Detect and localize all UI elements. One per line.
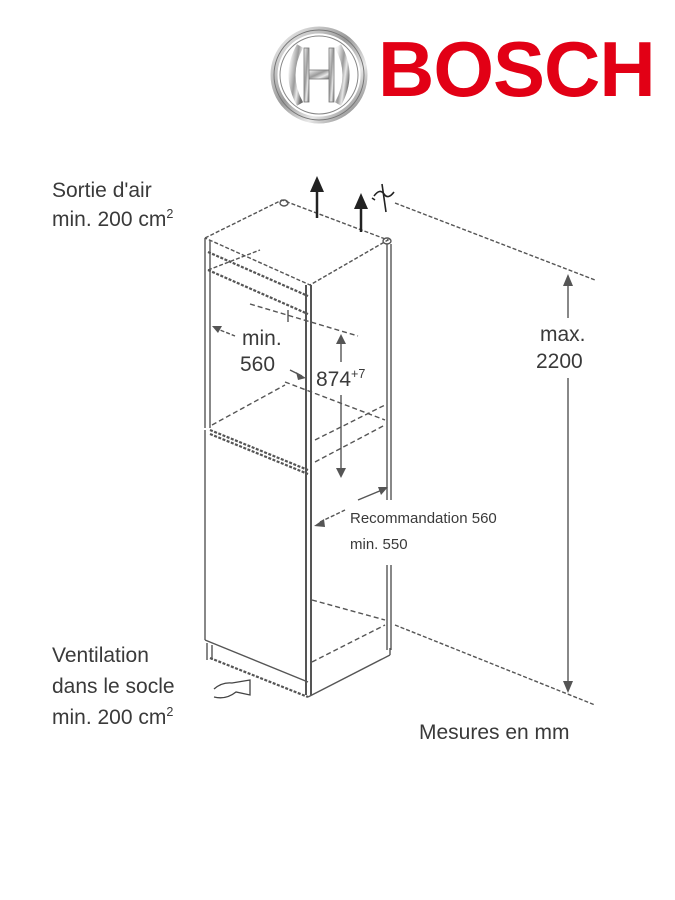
air-outlet-title: Sortie d'air [52,179,152,202]
air-outlet-unit-superscript: 2 [166,207,174,221]
air-flow-up-arrow [354,193,368,232]
compartment-height-tolerance: +7 [351,367,366,381]
units-note: Mesures en mm [419,721,570,744]
air-outlet-amount: min. 200 cm [52,208,167,231]
upper-shelf [207,250,309,316]
compartment-height-value: 874 [316,368,352,391]
cabinet-top [204,199,390,286]
niche-width-recommendation: Recommandation 560 [350,510,497,527]
max-height-value: 2200 [536,349,583,375]
plinth-ventilation-line1: Ventilation [52,644,149,667]
air-outlet-value: min. 200 cm2 [52,207,173,233]
airflow-in-hand-icon [213,679,251,699]
niche-depth-min-label: min. [242,327,282,350]
airflow-wave-icon [371,183,395,213]
bosch-emblem-icon [270,26,368,124]
air-flow-up-arrow [310,176,324,218]
niche-depth-min-value: 560 [240,353,276,376]
plinth-ventilation-line2: dans le socle [52,675,175,698]
niche-width-min: min. 550 [350,536,408,553]
plinth-ventilation-amount: min. 200 cm [52,706,167,729]
max-height-label: max. [540,322,586,348]
brand-wordmark: BOSCH [378,25,656,113]
compartment-height: 874+7 [314,367,368,393]
plinth-ventilation-value: min. 200 cm2 [52,705,173,731]
plinth-ventilation-unit-superscript: 2 [166,705,174,719]
